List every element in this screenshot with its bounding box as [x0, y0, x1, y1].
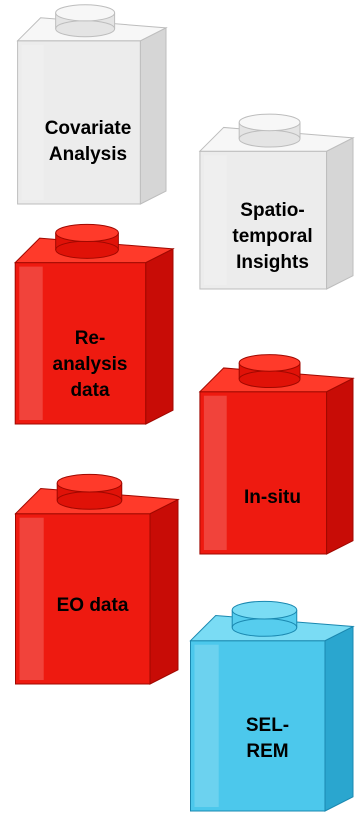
brick-spatiotemporal-insights-label: Spatio- temporal Insights: [232, 200, 313, 273]
brick-covariate-analysis-label: Covariate Analysis: [44, 118, 132, 165]
brick-sel-rem-shape: [189, 600, 355, 812]
brick-side-face: [149, 498, 179, 685]
brick-stud-top: [238, 113, 301, 132]
brick-spatiotemporal-insights-shape: [198, 113, 355, 290]
brick-front-face: [199, 150, 328, 290]
brick-in-situ-label: In-situ: [244, 487, 301, 508]
brick-highlight: [203, 155, 227, 285]
brick-in-situ: In-situ: [190, 354, 355, 558]
brick-stud-base: [238, 129, 301, 148]
brick-stud-base: [55, 240, 119, 259]
brick-sel-rem: SEL- REM: [180, 600, 355, 815]
brick-eo-data-shape: [14, 473, 180, 685]
brick-stud-base: [231, 618, 298, 637]
brick-sel-rem-label: SEL- REM: [245, 715, 290, 762]
brick-highlight: [194, 644, 219, 807]
brick-highlight: [21, 44, 44, 200]
brick-stud-base: [55, 20, 116, 38]
brick-side-face: [326, 377, 354, 555]
brick-stud-top: [55, 223, 119, 242]
brick-spatiotemporal-insights: Spatio- temporal Insights: [190, 113, 355, 293]
brick-reanalysis-data-label: Re- analysis data: [52, 328, 128, 401]
brick-stud-base: [56, 491, 123, 510]
brick-reanalysis-data-shape: [13, 223, 175, 425]
brick-covariate-analysis-shape: [16, 4, 168, 205]
brick-reanalysis-data: Re- analysis data: [5, 223, 175, 428]
brick-highlight: [203, 395, 227, 550]
brick-stud-top: [56, 473, 123, 493]
brick-eo-data: EO data: [5, 473, 180, 688]
brick-in-situ-shape: [198, 354, 355, 555]
brick-front-face: [199, 391, 328, 555]
brick-front-face: [17, 40, 141, 205]
brick-highlight: [19, 517, 44, 680]
brick-stud-top: [55, 4, 116, 22]
brick-stud-top: [238, 354, 301, 372]
brick-stud-top: [231, 600, 298, 620]
brick-eo-data-label: EO data: [56, 595, 129, 616]
brick-covariate-analysis: Covariate Analysis: [8, 4, 168, 208]
brick-stud-base: [238, 370, 301, 389]
brick-highlight: [19, 266, 43, 420]
